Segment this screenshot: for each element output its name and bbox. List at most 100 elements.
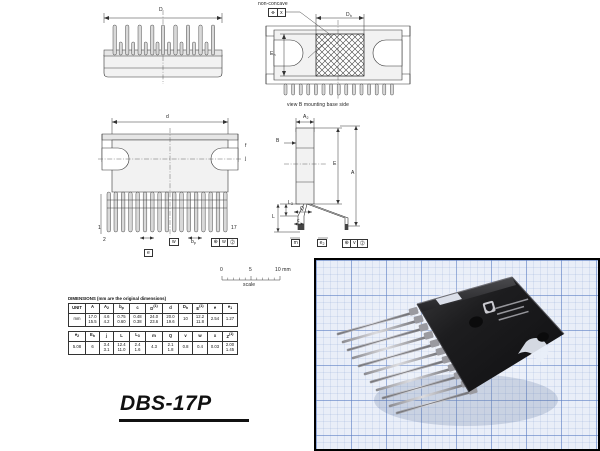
td-x: 0.03: [207, 340, 223, 355]
pin-row-base: [283, 83, 394, 96]
td-Dh: 10: [178, 312, 193, 327]
view-side: A2 B E A L3 L Q c m e2 ⊕ v ⓶: [272, 112, 398, 248]
pin-row-short: [118, 41, 209, 56]
label-dim-bp: bp: [191, 239, 196, 245]
scale-bar: 0 5 10 mm scale: [218, 267, 291, 290]
th-unit: UNIT: [68, 302, 86, 314]
view-front: d f j 1 2 17 bp e w ⊕ w ⓶: [96, 112, 247, 257]
scale-tick-5: 5: [249, 267, 252, 273]
part-marking: [495, 298, 529, 321]
ic-body: [417, 277, 564, 392]
th-e2: e2: [68, 330, 86, 342]
th-e1: e1: [222, 302, 238, 314]
manufacturer-logo: [482, 300, 496, 314]
scale-caption: scale: [243, 282, 256, 288]
page-title: DBS-17P: [120, 392, 212, 415]
label-dim-L3: L3: [288, 200, 293, 206]
label-dim-B: B: [276, 138, 280, 144]
title-underline: [119, 419, 249, 422]
th-Z: Z(1): [222, 330, 238, 342]
table-block-1: UNIT A A2 bp c D(1) d Dh E(1) e e1 mm 17…: [68, 302, 238, 327]
th-Dh: Dh: [178, 302, 193, 314]
datum-frame-front: ⊕ w ⓶: [211, 238, 238, 247]
caption-view-b: view B mounting base side: [287, 102, 349, 108]
label-dim-Q: Q: [300, 206, 304, 212]
th-j: j: [99, 330, 114, 342]
dimension-L: [274, 204, 300, 233]
td-e2: 5.08: [68, 340, 86, 355]
label-pin-1: 1: [98, 225, 101, 231]
datum-frame-side: ⊕ v ⓶: [342, 239, 368, 248]
th-E: E(1): [192, 302, 208, 314]
lead-array: [106, 191, 228, 233]
td-e1: 1.27: [222, 312, 238, 327]
th-x: x: [207, 330, 223, 342]
view-top: D: [98, 6, 228, 88]
th-v: v: [178, 330, 193, 342]
view-mounting-base: non-concave ⌯ x Dh Eh view B mounting ba…: [258, 1, 414, 108]
dimension-bp: [188, 236, 202, 240]
label-dim-L: L: [272, 214, 275, 220]
label-dim-d: d: [166, 114, 169, 120]
pin-row-long: [112, 24, 215, 56]
td-unit: mm: [68, 312, 86, 327]
dimension-L3: [280, 203, 300, 217]
th-w: w: [192, 330, 208, 342]
th-A2: A2: [99, 302, 114, 314]
th-c: c: [129, 302, 146, 314]
td-m: 4.3: [145, 340, 163, 355]
table-header-row-1: UNIT A A2 bp c D(1) d Dh E(1) e e1: [68, 302, 238, 314]
dimension-Q: [294, 210, 312, 214]
dimension-c: [294, 222, 304, 226]
lead-shoulders: [408, 307, 478, 395]
label-dim-E: E: [333, 161, 337, 167]
label-dim-Dh: Dh: [346, 12, 352, 18]
th-e: e: [207, 302, 223, 314]
dimension-D: [103, 13, 223, 23]
scale-tick-10: 10 mm: [275, 267, 291, 273]
package-photograph: [314, 258, 600, 451]
td-w: 0.4: [192, 340, 208, 355]
label-pin-17: 17: [231, 225, 237, 231]
td-Eh: 6: [85, 340, 100, 355]
dimension-box-w: w: [169, 238, 179, 246]
ic-photo-render: [336, 276, 565, 426]
td-e: 2.54: [207, 312, 223, 327]
dimension-box-e2: e2: [317, 239, 328, 247]
th-L3: L3: [129, 330, 146, 342]
dimension-Eh: [280, 33, 318, 77]
dimension-e: [140, 236, 154, 240]
tolerance-frame-flatness: ⌯ x: [268, 8, 286, 17]
th-D: D(1): [145, 302, 163, 314]
label-dim-A2: A2: [303, 114, 309, 120]
label-dim-D: D: [159, 7, 163, 13]
label-dim-Eh: Eh: [270, 51, 276, 57]
label-pin-2: 2: [103, 237, 106, 243]
th-Eh: Eh: [85, 330, 100, 342]
th-m: m: [145, 330, 163, 342]
th-Q: Q: [162, 330, 179, 342]
label-dim-c: c: [297, 218, 300, 224]
dimension-E: [314, 127, 342, 205]
scale-tick-0: 0: [220, 267, 223, 273]
label-dim-f: f: [245, 143, 247, 149]
table-header-row-2: e2 Eh j L L3 m Q v w x Z(1): [68, 330, 238, 342]
dimension-B: [284, 141, 296, 145]
th-bp: bp: [113, 302, 130, 314]
th-A: A: [85, 302, 100, 314]
label-dim-j: j: [245, 156, 247, 162]
label-non-concave: non-concave: [258, 1, 288, 7]
th-d: d: [162, 302, 179, 314]
